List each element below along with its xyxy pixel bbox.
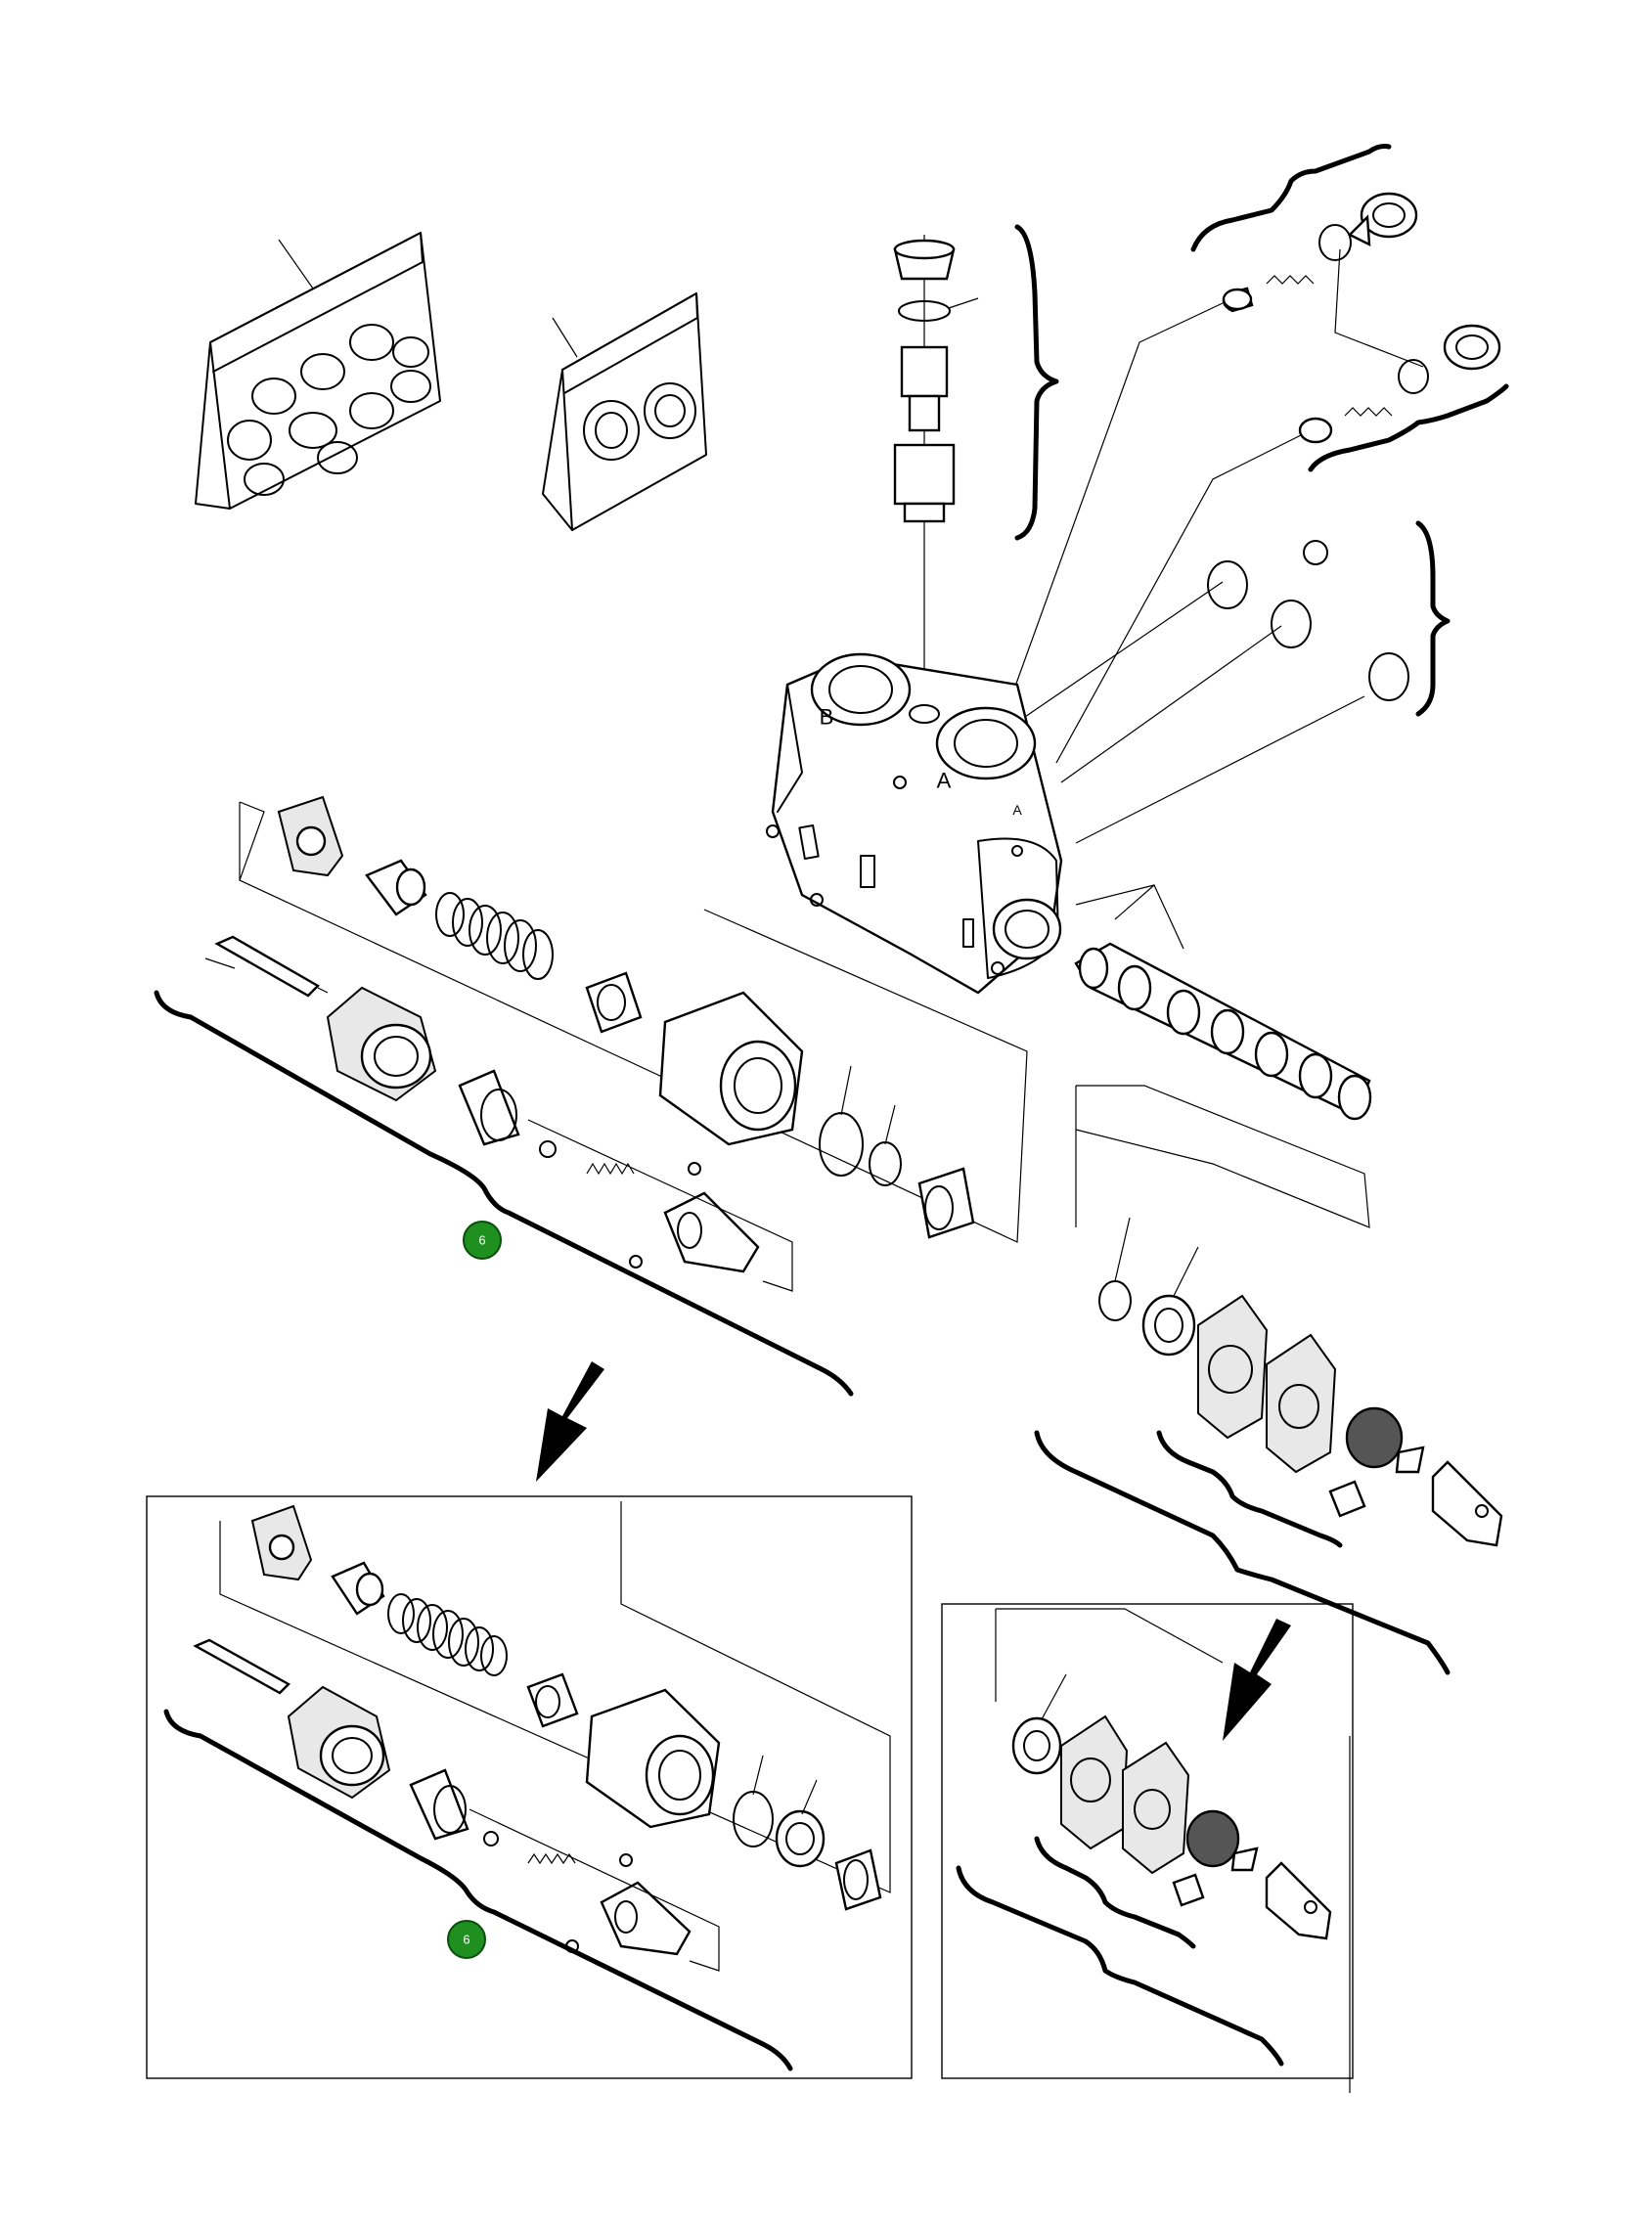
bracket-inset-end-cap-outer <box>956 1865 1284 2067</box>
svg-text:6: 6 <box>478 1233 485 1248</box>
inset-frame-right <box>941 1603 1354 2079</box>
relief-valve-lower <box>1298 324 1501 444</box>
port-label-b: B <box>820 705 834 730</box>
inset-spring-return <box>219 1501 891 1911</box>
plug-cartridge-stack <box>893 235 979 704</box>
o-ring-group <box>1207 540 1409 701</box>
bracket-inset-end-cap-inner <box>1034 1836 1196 1949</box>
arrow-to-right-inset <box>1223 1619 1291 1741</box>
main-spool <box>1074 884 1372 1121</box>
inset-frame-left <box>146 1495 913 2079</box>
bracket-relief-lower <box>1308 383 1509 472</box>
inset-end-cap <box>995 1608 1351 2093</box>
inset-detent <box>193 1638 720 1972</box>
bracket-end-cap-outer <box>1034 1430 1451 1675</box>
arrow-to-left-inset <box>536 1361 604 1482</box>
bracket-o-rings <box>1415 520 1451 717</box>
end-cap-assembly <box>1075 1085 1503 1547</box>
bracket-plug-stack <box>1014 224 1059 541</box>
bracket-end-cap-inner <box>1156 1430 1343 1548</box>
detent-assembly <box>204 935 793 1292</box>
valve-body: B A A <box>766 652 1063 995</box>
bracket-inset-detent <box>163 1709 793 2071</box>
leader-lines-top <box>1011 248 1424 844</box>
port-label-a: A <box>937 769 952 793</box>
seal-kit-bag-small <box>542 292 707 531</box>
bracket-detent <box>154 990 854 1397</box>
callout-badge-inset: 6 <box>447 1920 486 1959</box>
spring-return-assembly <box>239 795 1028 1243</box>
callout-badge-main: 6 <box>463 1221 502 1260</box>
seal-kit-bag-large <box>195 232 441 510</box>
relief-valve-upper <box>1222 192 1418 313</box>
return-spring <box>435 892 554 980</box>
svg-text:6: 6 <box>463 1933 469 1947</box>
bracket-relief-upper <box>1190 144 1392 252</box>
port-label-a-side: A <box>1012 802 1022 818</box>
